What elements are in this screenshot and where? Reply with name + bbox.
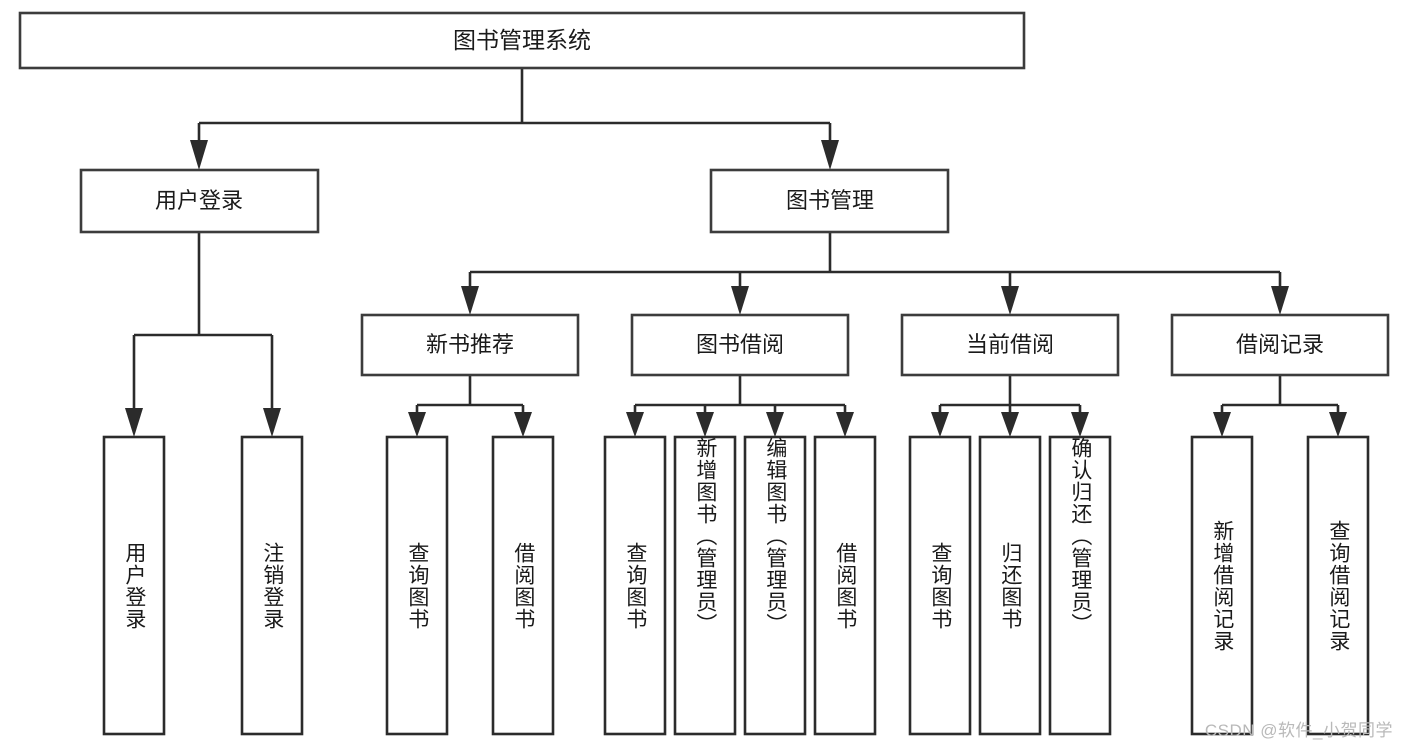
arrow-head-leaf-query-record [1329,412,1347,437]
node-borrow-record[interactable]: 借阅记录 [1170,313,1390,377]
arrow-head-leaf-logout-login [263,408,281,437]
node-root-label: 图书管理系统 [453,27,591,53]
node-book-borrow-label: 图书借阅 [696,332,784,357]
arrow-head-currentborrow [1001,286,1019,315]
node-user-login[interactable]: 用户登录 [79,168,320,234]
arrow-head-leaf-confirm-return [1071,412,1089,437]
connector-borrowrecord-to-leaves [1213,375,1347,437]
arrow-head-leaf-borrow-book-1 [514,412,532,437]
arrow-head-leaf-query-book-2 [626,412,644,437]
csdn-watermark: CSDN @软件_小贺同学 [1204,721,1393,740]
leaf-box-query-record[interactable] [1306,435,1370,736]
connector-bookborrow-to-leaves [626,375,854,437]
arrow-head-leaf-query-book-1 [408,412,426,437]
node-root-box[interactable] [18,11,1026,70]
node-current-borrow[interactable]: 当前借阅 [900,313,1120,377]
leaf-box-add-record[interactable] [1190,435,1254,736]
leaf-box-query-book-2[interactable] [603,435,667,736]
connector-userlogin-to-leaves [125,232,281,437]
node-current-borrow-box[interactable] [900,313,1120,377]
node-root[interactable]: 图书管理系统 [18,11,1026,70]
node-current-borrow-label: 当前借阅 [966,332,1054,357]
node-new-book-recommend-label: 新书推荐 [426,332,514,357]
arrow-head-leaf-add-book [696,412,714,437]
connector-currentborrow-to-leaves [931,375,1089,437]
arrow-head-bookborrow [731,286,749,315]
leaf-box-confirm-return[interactable] [1048,435,1112,736]
node-new-book-recommend-box[interactable] [360,313,580,377]
arrow-head-leaf-query-book-3 [931,412,949,437]
leaf-box-add-book[interactable] [673,435,737,736]
node-borrow-record-box[interactable] [1170,313,1390,377]
arrow-head-book-manage [821,140,839,170]
node-book-manage-box[interactable] [709,168,950,234]
node-book-manage[interactable]: 图书管理 [709,168,950,234]
node-user-login-label: 用户登录 [155,188,243,213]
node-new-book-recommend[interactable]: 新书推荐 [360,313,580,377]
leaf-box-return-book[interactable] [978,435,1042,736]
node-book-borrow[interactable]: 图书借阅 [630,313,850,377]
connector-bookmanage-to-level3 [461,232,1289,315]
leaf-box-logout-login[interactable] [240,435,304,736]
connector-root-to-level2 [190,68,839,170]
node-user-login-box[interactable] [79,168,320,234]
arrow-head-leaf-borrow-book-2 [836,412,854,437]
leaf-box-query-book-1[interactable] [385,435,449,736]
arrow-head-leaf-add-record [1213,412,1231,437]
leaf-box-borrow-book-1[interactable] [491,435,555,736]
arrow-head-leaf-user-login [125,408,143,437]
node-book-borrow-box[interactable] [630,313,850,377]
arrow-head-borrowrecord [1271,286,1289,315]
connector-newbook-to-leaves [408,375,532,437]
arrow-head-user-login [190,140,208,170]
arrow-head-newbook [461,286,479,315]
node-book-manage-label: 图书管理 [786,188,874,213]
arrow-head-leaf-edit-book [766,412,784,437]
node-borrow-record-label: 借阅记录 [1236,332,1324,357]
leaf-box-query-book-3[interactable] [908,435,972,736]
leaf-box-edit-book[interactable] [743,435,807,736]
leaf-box-borrow-book-2[interactable] [813,435,877,736]
arrow-head-leaf-return-book [1001,412,1019,437]
leaf-box-user-login[interactable] [102,435,166,736]
